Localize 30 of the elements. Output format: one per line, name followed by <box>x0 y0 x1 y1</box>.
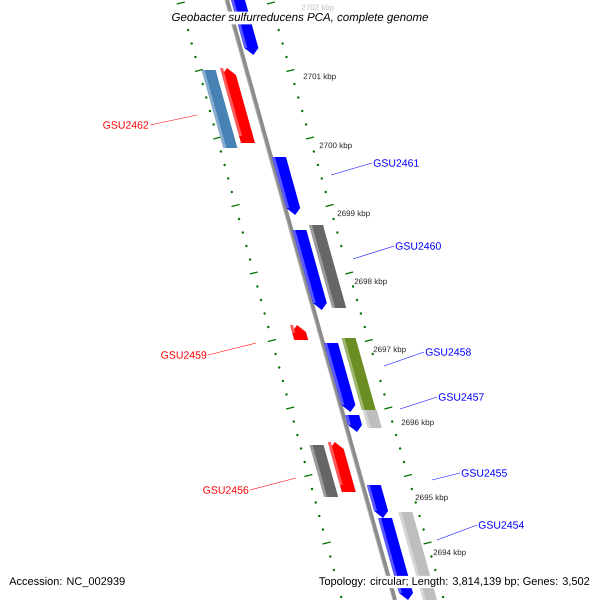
leader-line <box>400 396 438 410</box>
leader-line <box>432 472 460 480</box>
leader-line <box>436 524 478 540</box>
tick-label: 2701 kbp <box>304 73 336 81</box>
gene-label: GSU2457 <box>438 393 484 401</box>
gene-label: GSU2460 <box>396 242 441 250</box>
genome-info-text: Topology: circular; Length: 3,814,139 bp; Genes: 3,502 <box>318 576 591 588</box>
tick-label: 2700 kbp <box>320 142 352 150</box>
gene-label: GSU2459 <box>161 351 206 359</box>
tick-label: 2695 kbp <box>416 494 448 502</box>
gene-label: GSU2462 <box>103 121 148 129</box>
leader-line <box>208 342 256 356</box>
gene-label: GSU2454 <box>478 521 524 529</box>
leader-line <box>384 352 424 366</box>
tick-label: 2694 kbp <box>434 549 466 557</box>
gene-label: GSU2461 <box>374 159 419 167</box>
gene-label: GSU2455 <box>462 469 507 477</box>
gene-label: GSU2458 <box>426 348 471 356</box>
accession-text: Accession: NC_002939 <box>8 576 126 588</box>
tick-label: 2702 kbp <box>302 4 334 12</box>
gene-label: GSU2456 <box>203 486 248 494</box>
tick-label: 2697 kbp <box>374 346 406 354</box>
title: Geobacter sulfurreducens PCA, complete genome <box>170 12 430 24</box>
tick-label: 2696 kbp <box>402 419 434 427</box>
leader-line <box>352 246 394 260</box>
leader-line <box>150 114 198 126</box>
leader-line <box>250 478 296 490</box>
leader-line <box>330 162 372 176</box>
tick-label: 2699 kbp <box>338 210 370 218</box>
tick-label: 2698 kbp <box>354 278 387 286</box>
